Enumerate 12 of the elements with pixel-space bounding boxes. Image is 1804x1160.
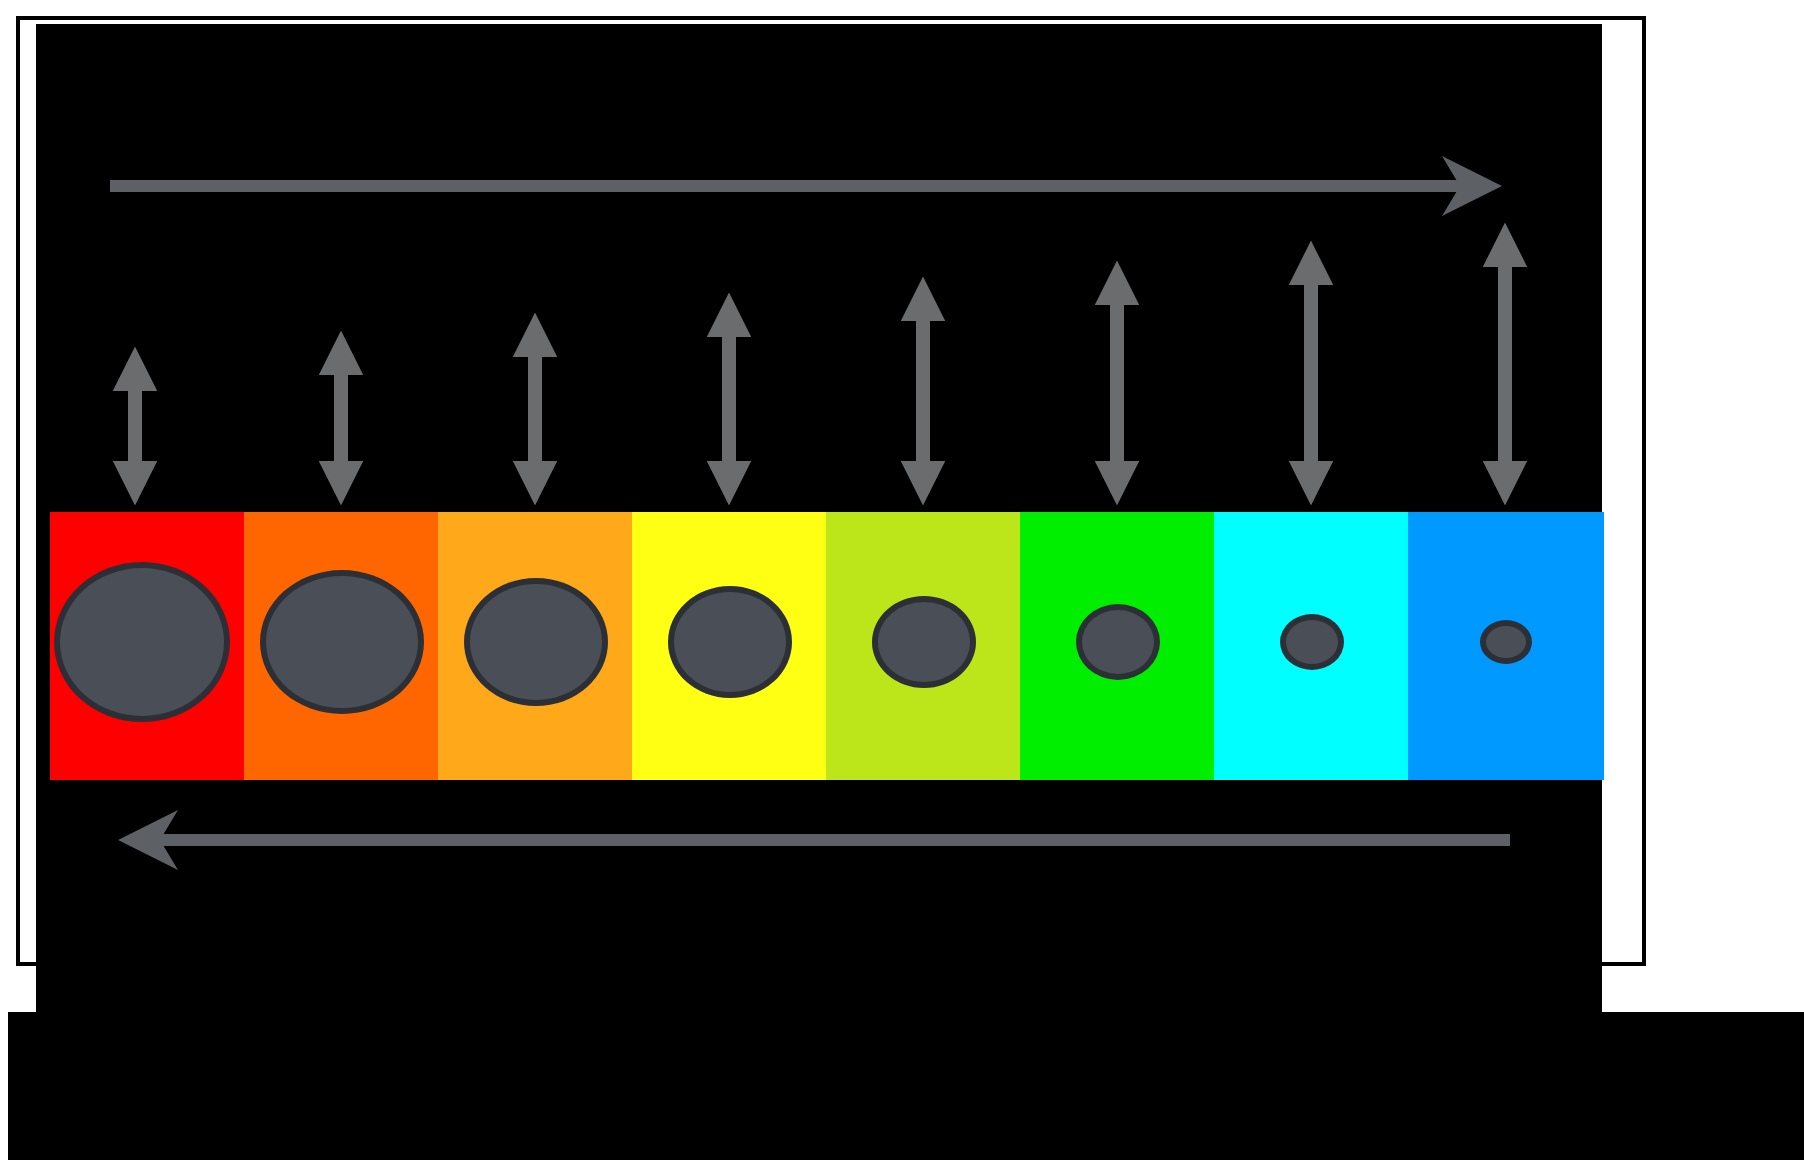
particle-circle xyxy=(1279,614,1343,670)
color-band xyxy=(438,512,634,780)
particle-circle xyxy=(1479,620,1531,664)
color-band xyxy=(1408,512,1604,780)
color-band xyxy=(632,512,828,780)
color-band xyxy=(50,512,246,780)
color-band xyxy=(826,512,1022,780)
particle-circle xyxy=(1075,604,1159,680)
color-band xyxy=(1020,512,1216,780)
color-band xyxy=(244,512,440,780)
particle-circle xyxy=(871,596,975,688)
color-band xyxy=(1214,512,1410,780)
